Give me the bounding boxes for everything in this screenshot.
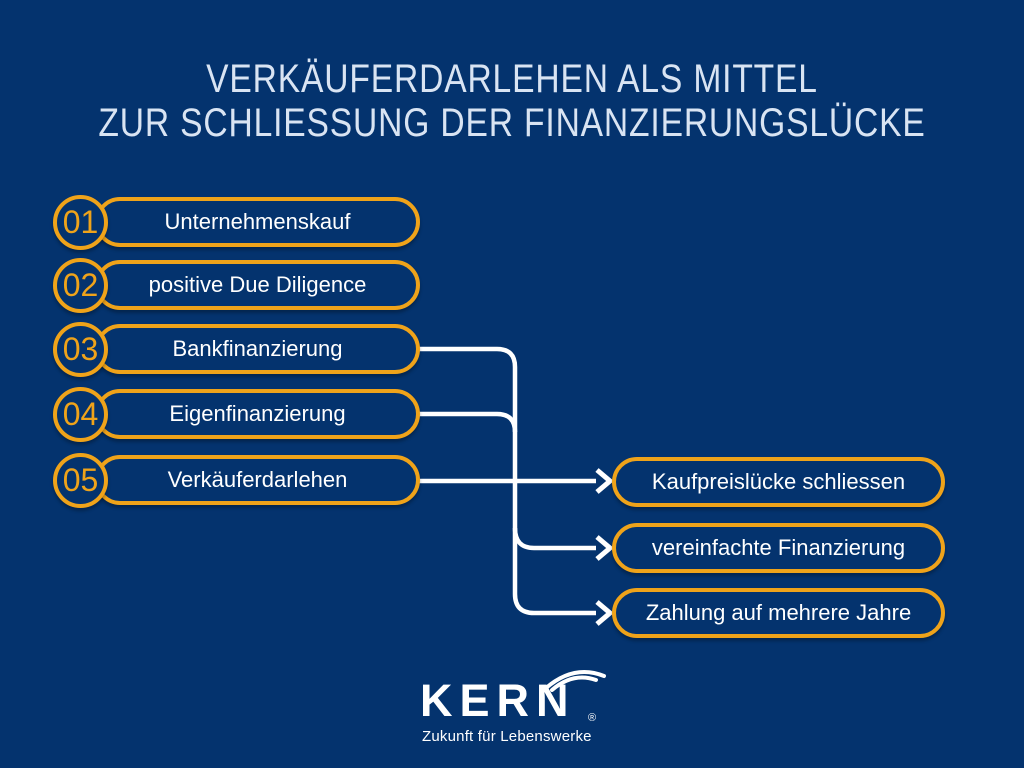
step-03: Bankfinanzierung 03 bbox=[0, 321, 440, 377]
step-05-number: 05 bbox=[62, 461, 99, 498]
step-05-label: Verkäuferdarlehen bbox=[167, 467, 348, 492]
title-line-1: VERKÄUFERDARLEHEN ALS MITTEL bbox=[206, 57, 818, 101]
logo-tagline: Zukunft für Lebenswerke bbox=[422, 728, 592, 745]
title-line-2: ZUR SCHLIESSUNG DER FINANZIERUNGSLÜCKE bbox=[98, 101, 926, 145]
step-01-number-circle: 01 bbox=[53, 194, 108, 250]
step-03-number: 03 bbox=[62, 330, 99, 367]
arrow-head-outcome3 bbox=[595, 600, 614, 626]
outcome-1-label: Kaufpreislücke schliessen bbox=[651, 469, 906, 494]
registered-trademark-icon: ® bbox=[588, 712, 597, 724]
logo-arc-outer bbox=[544, 670, 606, 690]
logo-wordmark: KERN bbox=[420, 675, 576, 726]
connector-step4-to-trunk bbox=[418, 411, 518, 433]
step-04-number: 04 bbox=[62, 395, 99, 432]
outcome-3-label: Zahlung auf mehrere Jahre bbox=[645, 600, 912, 625]
connector-trunk-to-outcome2 bbox=[512, 527, 596, 551]
step-01-number: 01 bbox=[62, 203, 99, 240]
step-03-pill: Bankfinanzierung bbox=[95, 324, 420, 374]
step-01: Unternehmenskauf 01 bbox=[0, 194, 440, 250]
arrow-head-outcome2 bbox=[595, 535, 614, 561]
kern-logo: KERN ® Zukunft für Lebenswerke bbox=[412, 666, 632, 756]
step-05-pill: Verkäuferdarlehen bbox=[95, 455, 420, 505]
step-04-label: Eigenfinanzierung bbox=[169, 401, 346, 426]
outcome-1: Kaufpreislücke schliessen bbox=[612, 457, 945, 507]
outcome-2: vereinfachte Finanzierung bbox=[612, 523, 945, 573]
step-04-number-circle: 04 bbox=[53, 386, 108, 442]
outcome-3: Zahlung auf mehrere Jahre bbox=[612, 588, 945, 638]
step-05-number-circle: 05 bbox=[53, 452, 108, 508]
arrow-head-outcome1 bbox=[595, 468, 614, 494]
step-03-label: Bankfinanzierung bbox=[172, 336, 343, 361]
step-02-pill: positive Due Diligence bbox=[95, 260, 420, 310]
step-02: positive Due Diligence 02 bbox=[0, 257, 440, 313]
logo-arc-inner bbox=[550, 675, 598, 692]
logo-swoosh-arcs-icon bbox=[544, 670, 606, 692]
step-04-pill: Eigenfinanzierung bbox=[95, 389, 420, 439]
page-title: VERKÄUFERDARLEHEN ALS MITTEL ZUR SCHLIES… bbox=[82, 57, 942, 145]
step-01-label: Unternehmenskauf bbox=[164, 209, 351, 234]
step-03-number-circle: 03 bbox=[53, 321, 108, 377]
outcome-2-label: vereinfachte Finanzierung bbox=[651, 535, 906, 560]
step-01-pill: Unternehmenskauf bbox=[95, 197, 420, 247]
step-04: Eigenfinanzierung 04 bbox=[0, 386, 440, 442]
step-02-label: positive Due Diligence bbox=[148, 272, 367, 297]
step-02-number: 02 bbox=[62, 266, 99, 303]
step-02-number-circle: 02 bbox=[53, 257, 108, 313]
step-05: Verkäuferdarlehen 05 bbox=[0, 452, 440, 508]
